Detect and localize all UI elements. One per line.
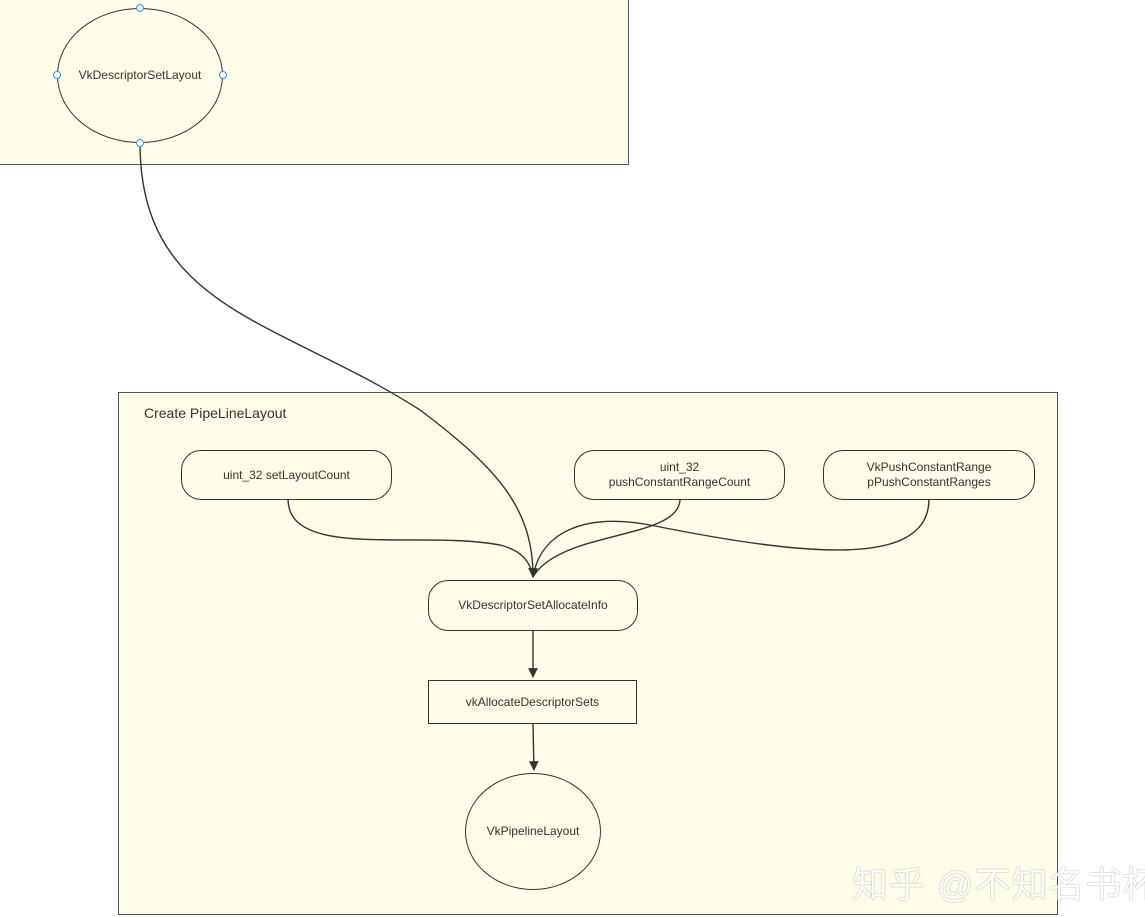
node-label-name: pushConstantRangeCount [608,475,751,489]
node-label-name: pPushConstantRanges [867,475,991,489]
node-allocate-descriptor-sets[interactable]: vkAllocateDescriptorSets [428,680,637,724]
group-title: Create PipeLineLayout [144,405,287,421]
node-label-type: VkPushConstantRange [866,460,992,474]
node-label-type: uint_32 [659,460,700,474]
node-label: VkDescriptorSetAllocateInfo [458,598,608,612]
connection-handle-right[interactable] [219,71,227,79]
node-vk-pipeline-layout[interactable]: VkPipelineLayout [465,773,601,890]
node-set-layout-count[interactable]: uint_32 setLayoutCount [181,450,392,500]
node-vk-descriptor-set-layout[interactable]: VkDescriptorSetLayout [57,8,223,143]
connection-handle-top[interactable] [136,4,144,12]
node-push-constant-ranges[interactable]: VkPushConstantRange pPushConstantRanges [823,450,1035,500]
connection-handle-left[interactable] [53,71,61,79]
node-label: VkDescriptorSetLayout [78,68,202,82]
edge-layout-to-allocate-info[interactable] [139,142,538,578]
edge-pushcount-to-allocate-info[interactable] [532,498,681,578]
node-descriptor-set-allocate-info[interactable]: VkDescriptorSetAllocateInfo [428,580,638,631]
watermark-text: 知乎 @不知名书杯 [852,864,1145,905]
edge-pushranges-to-allocate-info[interactable] [532,498,930,578]
node-label: VkPipelineLayout [486,824,580,838]
connection-handle-bottom[interactable] [136,139,144,147]
edge-allocate-sets-to-pipeline-layout[interactable] [528,723,539,771]
node-push-constant-range-count[interactable]: uint_32 pushConstantRangeCount [574,450,785,500]
edge-setlayoutcount-to-allocate-info[interactable] [287,498,534,578]
node-label: vkAllocateDescriptorSets [465,694,600,709]
node-label: uint_32 setLayoutCount [223,467,350,482]
